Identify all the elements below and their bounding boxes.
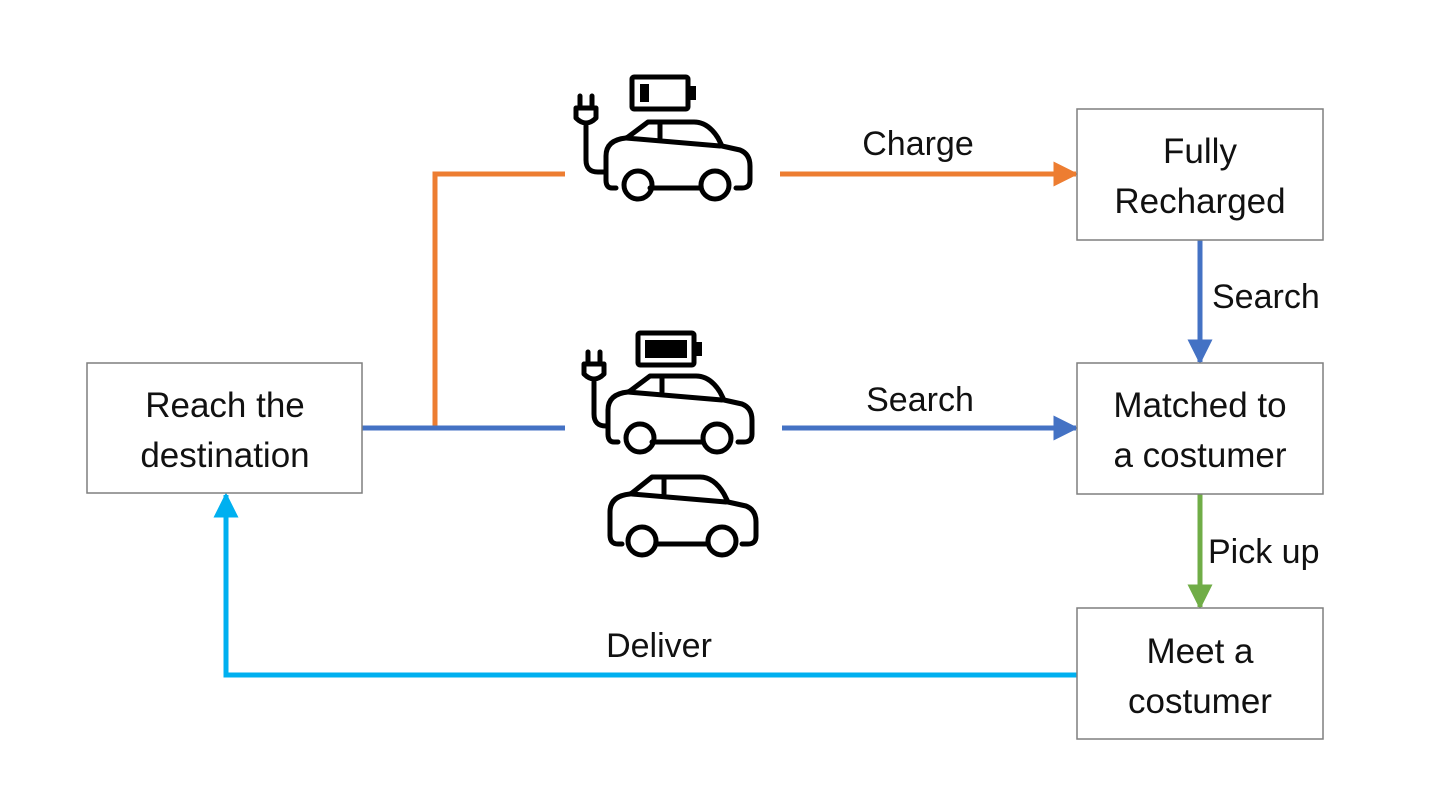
search-top-label: Search xyxy=(1212,278,1320,316)
car-icon xyxy=(607,474,759,558)
meet-customer-box: Meet a costumer xyxy=(1076,607,1324,740)
search-mid-label: Search xyxy=(866,381,974,419)
reach-destination-line1: Reach the xyxy=(145,386,305,425)
car-charging-full-battery-icon xyxy=(581,330,755,455)
deliver-arrow xyxy=(213,492,1077,678)
matched-customer-line2: a costumer xyxy=(1113,436,1286,475)
car-charging-low-battery-icon xyxy=(573,74,753,202)
fully-recharged-line1: Fully xyxy=(1163,132,1237,171)
pickup-label: Pick up xyxy=(1208,533,1320,571)
charge-label: Charge xyxy=(862,125,974,163)
meet-customer-line2: costumer xyxy=(1128,682,1272,721)
deliver-label: Deliver xyxy=(606,627,712,665)
reach-destination-line2: destination xyxy=(140,436,309,475)
fully-recharged-box: Fully Recharged xyxy=(1076,108,1324,241)
matched-customer-box: Matched to a costumer xyxy=(1076,362,1324,495)
charge-branch-line xyxy=(432,171,565,428)
meet-customer-line1: Meet a xyxy=(1147,632,1255,671)
fully-recharged-line2: Recharged xyxy=(1114,182,1285,221)
reach-destination-box: Reach the destination xyxy=(86,362,363,494)
matched-customer-line1: Matched to xyxy=(1113,386,1286,425)
